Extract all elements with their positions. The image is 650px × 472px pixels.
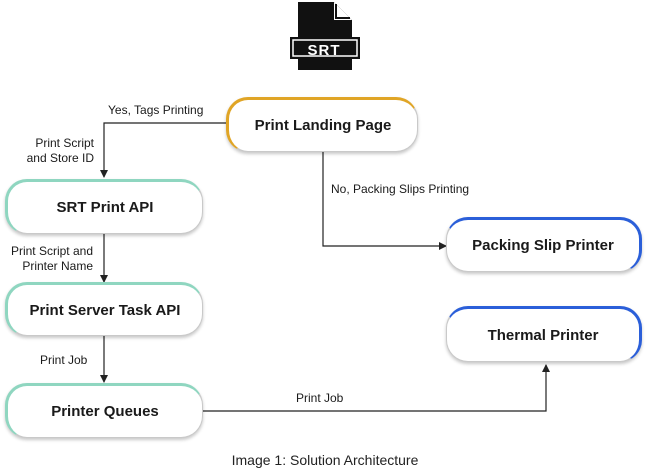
node-printer-queues[interactable]: Printer Queues: [5, 383, 203, 438]
node-print-landing-page[interactable]: Print Landing Page: [226, 97, 418, 152]
node-srt-print-api[interactable]: SRT Print API: [5, 179, 203, 234]
node-thermal-printer[interactable]: Thermal Printer: [446, 306, 642, 362]
connector-landing-to-srt-api: [100, 122, 232, 178]
edge-label-print-job-2: Print Job: [296, 391, 344, 405]
edge-label-line: Printer Name: [22, 259, 93, 273]
edge-label-yes-tags: Yes, Tags Printing: [108, 103, 204, 117]
file-icon: [290, 2, 360, 70]
source-label: SRT: [307, 42, 341, 59]
edge-label-print-job-1: Print Job: [40, 353, 88, 367]
edge-label-script-printer: Print Script and Printer Name: [0, 244, 93, 274]
edge-label-script-store: Print Script and Store ID: [19, 136, 94, 166]
connector-landing-to-packing-slip: [322, 150, 447, 250]
connector-queues-to-thermal: [202, 364, 550, 412]
node-packing-slip-printer[interactable]: Packing Slip Printer: [446, 217, 642, 272]
node-print-server-task-api[interactable]: Print Server Task API: [5, 282, 203, 336]
edge-label-line: Print Script and: [10, 244, 93, 258]
figure-caption: Image 1: Solution Architecture: [231, 452, 419, 468]
edge-label-line: Print Script: [35, 136, 94, 150]
edge-label-no-packing: No, Packing Slips Printing: [331, 182, 470, 196]
edge-label-line: and Store ID: [26, 151, 94, 165]
